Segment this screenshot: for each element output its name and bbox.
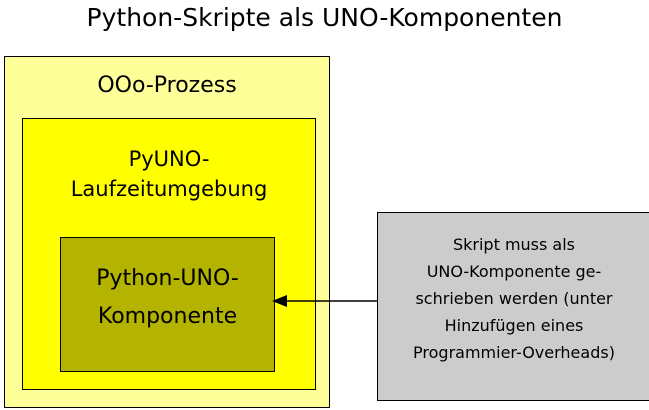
note-text-line5: Programmier-Overheads) bbox=[413, 343, 615, 362]
arrow-note-to-component-icon bbox=[272, 295, 377, 307]
note-text-line4: Hinzufügen eines bbox=[444, 316, 584, 335]
ooo-process-box: OOo-Prozess PyUNO- Laufzeitumgebung Pyth… bbox=[4, 56, 330, 408]
pyuno-runtime-box: PyUNO- Laufzeitumgebung Python-UNO- Komp… bbox=[22, 118, 316, 390]
note-text: Skript muss als UNO-Komponente ge- schri… bbox=[378, 231, 649, 366]
python-uno-component-label-line2: Komponente bbox=[97, 304, 238, 329]
note-text-line2: UNO-Komponente ge- bbox=[426, 262, 602, 281]
python-uno-component-box: Python-UNO- Komponente bbox=[60, 237, 275, 372]
note-text-line3: schrieben werden (unter bbox=[415, 289, 613, 308]
pyuno-runtime-label-line1: PyUNO- bbox=[128, 147, 210, 171]
ooo-process-label: OOo-Prozess bbox=[97, 73, 237, 98]
note-box: Skript muss als UNO-Komponente ge- schri… bbox=[377, 212, 649, 401]
diagram-title: Python-Skripte als UNO-Komponenten bbox=[86, 3, 563, 32]
python-uno-component-label: Python-UNO- Komponente bbox=[61, 260, 274, 336]
pyuno-runtime-label-line2: Laufzeitumgebung bbox=[70, 177, 268, 201]
pyuno-runtime-label: PyUNO- Laufzeitumgebung bbox=[23, 144, 315, 204]
python-uno-component-label-line1: Python-UNO- bbox=[96, 266, 239, 291]
note-text-line1: Skript muss als bbox=[452, 235, 576, 254]
